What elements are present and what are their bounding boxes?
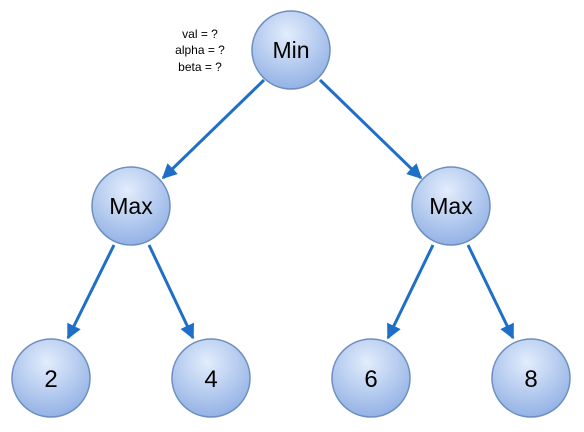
annotation-val: val = ? — [182, 27, 218, 41]
node-right-label: Max — [429, 193, 473, 219]
edge-root-left — [161, 78, 266, 180]
node-right: Max — [411, 166, 491, 246]
edge-left-leaf1 — [66, 244, 116, 340]
node-leaf-2-circle — [171, 338, 251, 418]
node-leaf-3-label: 6 — [364, 366, 377, 393]
node-leaf-2: 4 — [171, 338, 251, 418]
node-leaf-4: 8 — [491, 338, 571, 418]
node-leaf-4-label: 8 — [524, 366, 537, 393]
edge-left-leaf2 — [147, 244, 195, 340]
root-annotation: val = ? alpha = ? beta = ? — [175, 27, 225, 74]
edge-root-right — [318, 78, 423, 180]
annotation-beta: beta = ? — [178, 60, 222, 74]
node-right-circle — [411, 166, 491, 246]
node-leaf-1-circle — [11, 338, 91, 418]
edges — [66, 78, 515, 340]
node-leaf-3: 6 — [331, 338, 411, 418]
node-leaf-3-circle — [331, 338, 411, 418]
node-left: Max — [91, 166, 171, 246]
node-left-label: Max — [109, 193, 153, 219]
node-leaf-4-circle — [491, 338, 571, 418]
node-root: Min — [251, 10, 331, 90]
node-leaf-2-label: 4 — [204, 366, 217, 393]
annotation-alpha: alpha = ? — [175, 43, 225, 57]
edge-right-leaf3 — [386, 244, 435, 340]
node-root-circle — [251, 10, 331, 90]
node-left-circle — [91, 166, 171, 246]
node-root-label: Min — [272, 37, 309, 63]
edge-right-leaf4 — [466, 244, 515, 340]
node-leaf-1-label: 2 — [44, 366, 57, 393]
node-leaf-1: 2 — [11, 338, 91, 418]
